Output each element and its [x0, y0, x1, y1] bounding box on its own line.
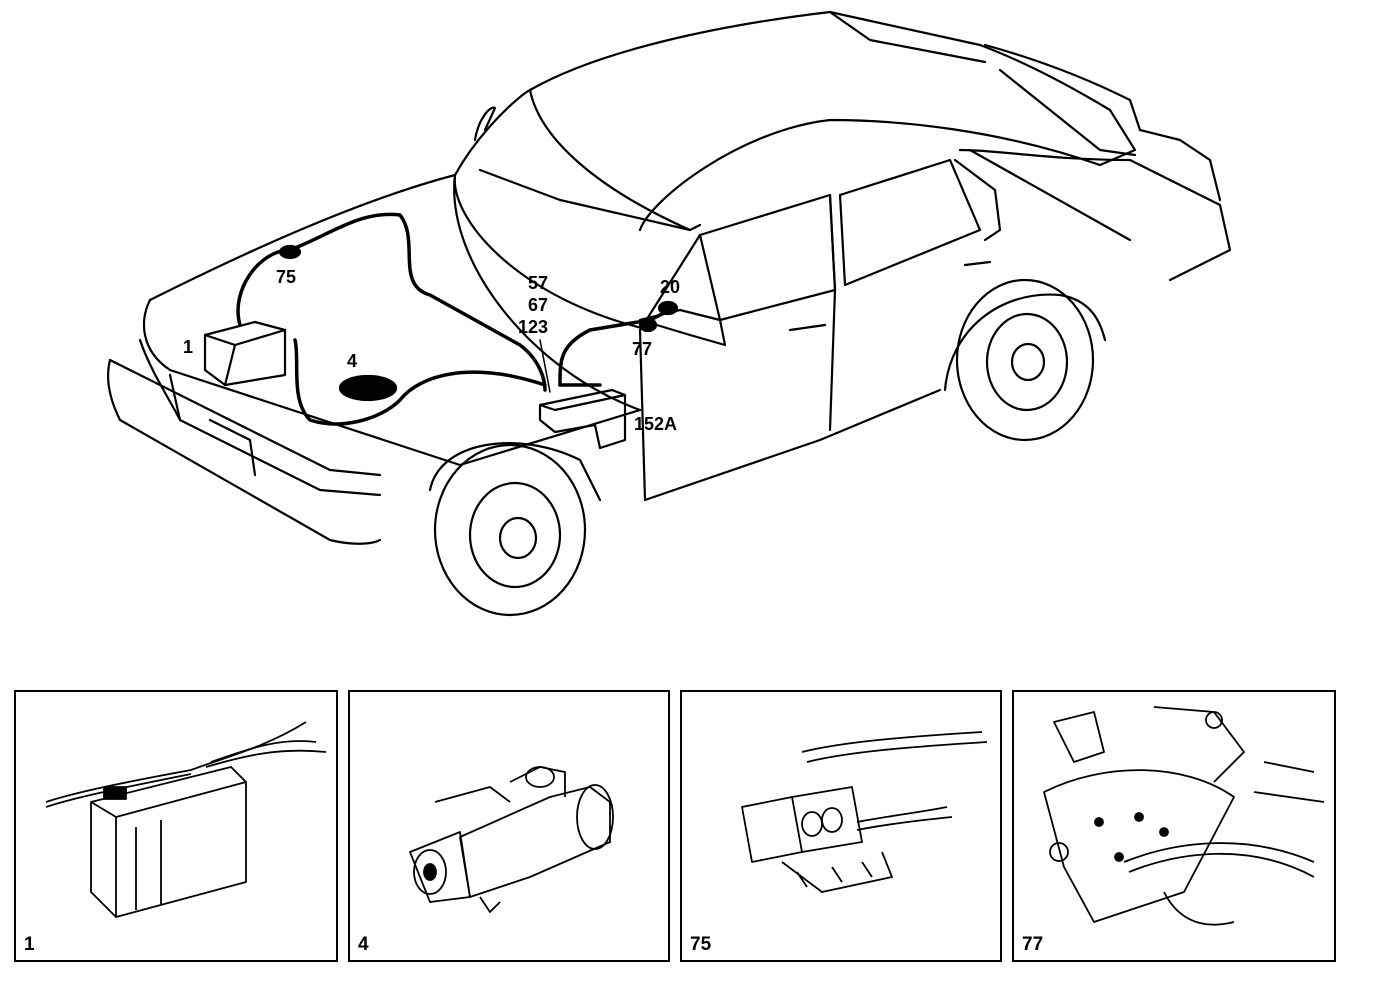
- callout-1: 1: [183, 337, 194, 357]
- connector-drawing: [741, 731, 988, 893]
- panel-label-75: 75: [690, 934, 712, 955]
- panel-label-1: 1: [24, 934, 35, 955]
- callout-67: 67: [528, 295, 549, 315]
- detail-panel-starter: 4: [348, 690, 670, 962]
- callout-4: 4: [347, 351, 358, 371]
- car-wiring-diagram: 1 4 75 57 67 123 20 77 152A: [106, 10, 1232, 617]
- callout-77: 77: [632, 339, 653, 359]
- detail-panel-battery: 1: [14, 690, 338, 962]
- callout-152a: 152A: [634, 414, 678, 434]
- car-outline-drawing: [106, 10, 1232, 617]
- callout-57: 57: [528, 273, 549, 293]
- panel-label-4: 4: [358, 934, 369, 955]
- callout-123: 123: [518, 317, 549, 337]
- battery-drawing: [45, 721, 327, 918]
- relay-bracket-drawing: [1043, 706, 1325, 926]
- detail-panel-relay-bracket: 77: [1012, 690, 1336, 962]
- starter-motor-drawing: [409, 766, 614, 913]
- callout-20: 20: [660, 277, 681, 297]
- detail-panel-connector: 75: [680, 690, 1002, 962]
- panel-label-77: 77: [1022, 934, 1044, 955]
- callout-75: 75: [276, 267, 297, 287]
